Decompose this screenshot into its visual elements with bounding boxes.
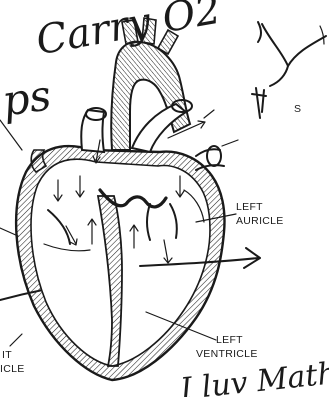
left-auricle-line1: LEFT <box>236 201 263 213</box>
left-auricle-label: LEFT AURICLE <box>236 201 284 227</box>
right-ventricle-label-cropped: IT ICLE <box>0 349 25 375</box>
left-ventricle-label: LEFT VENTRICLE <box>196 334 258 360</box>
left-auricle-line2: AURICLE <box>236 215 284 227</box>
superior-vena-cava <box>81 110 104 152</box>
left-ventricle-line2: VENTRICLE <box>196 348 258 360</box>
small-s-label: S <box>294 103 301 115</box>
doodle-top-right: S <box>252 22 326 118</box>
handwriting-left: ps <box>0 70 54 125</box>
right-ventricle-line2: ICLE <box>0 363 25 375</box>
left-ventricle-line1: LEFT <box>216 334 243 346</box>
right-ventricle-line1: IT <box>2 349 12 361</box>
aortic-branch-2 <box>142 18 156 44</box>
handwritten-ps: ps <box>0 70 54 125</box>
